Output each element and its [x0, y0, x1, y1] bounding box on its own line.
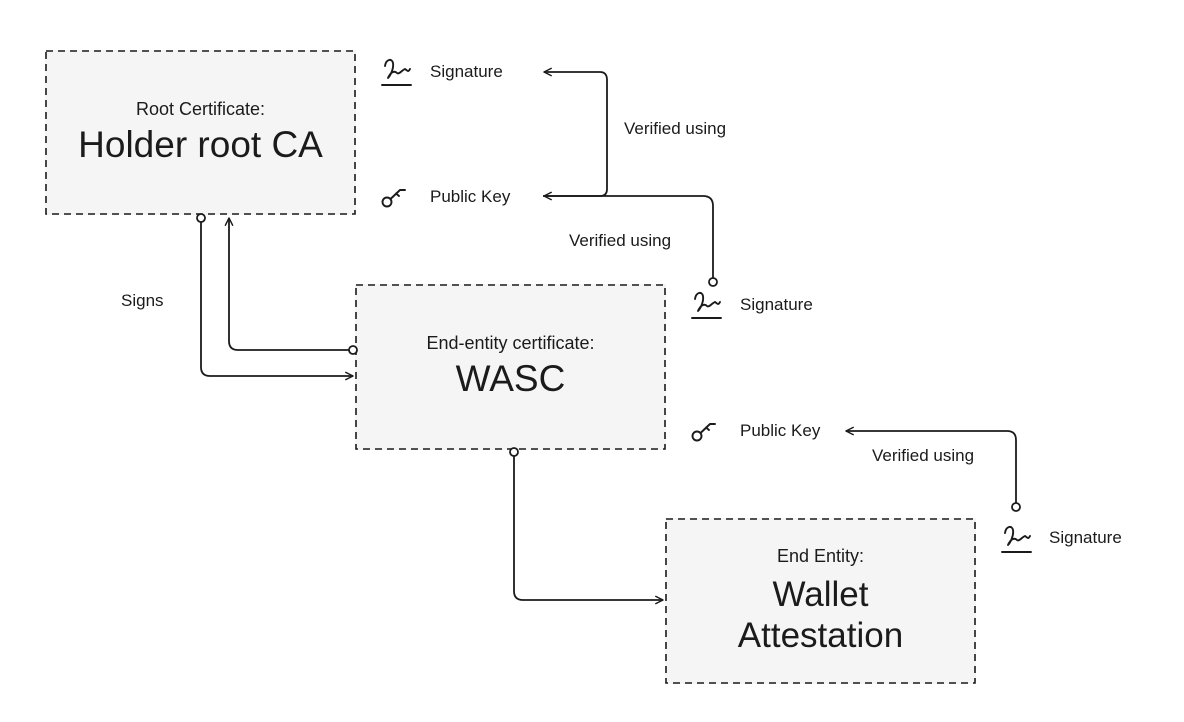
verified-using-label: Verified using [569, 231, 672, 250]
verify-root-signature-arrow [543, 67, 608, 197]
connector-dot [509, 447, 519, 457]
key-icon [691, 423, 716, 442]
verified-using-label: Verified using [624, 119, 727, 138]
signature-icon [381, 58, 412, 86]
wasc-signature-label: Signature [740, 295, 813, 314]
end-entity-subtitle: End Entity: [776, 546, 865, 567]
end-entity-certificate-subtitle: End-entity certificate: [426, 333, 595, 354]
root-certificate-title: Holder root CA [78, 123, 323, 165]
verified-using-label: Verified using [872, 446, 975, 465]
connector-dot [708, 277, 718, 287]
root-signature-label: Signature [430, 62, 503, 81]
end-entity-title-line2: Attestation [737, 615, 904, 655]
end-entity-certificate-box: End-entity certificate: WASC [355, 284, 666, 450]
root-certificate-subtitle: Root Certificate: [135, 98, 266, 119]
end-entity-certificate-title: WASC [455, 358, 566, 400]
issuer-link-arrow [224, 217, 349, 351]
connector-dot [1011, 502, 1021, 512]
verify-wasc-signature-arrow [543, 191, 714, 278]
signature-icon [691, 291, 722, 319]
connector-dot [196, 213, 206, 223]
end-entity-box: End Entity: Wallet Attestation [665, 518, 976, 684]
root-public-key-label: Public Key [430, 187, 511, 206]
end-entity-title-line1: Wallet [772, 575, 869, 615]
wasc-public-key-label: Public Key [740, 421, 821, 440]
signature-icon [1001, 525, 1032, 553]
issues-attestation-arrow [513, 456, 664, 605]
root-certificate-box: Root Certificate: Holder root CA [45, 50, 356, 215]
connector-dot [348, 345, 358, 355]
signs-label: Signs [121, 291, 164, 310]
box-border [665, 518, 976, 684]
verify-entity-signature-arrow [845, 426, 1017, 503]
signs-arrow [200, 222, 354, 381]
entity-signature-label: Signature [1049, 528, 1122, 547]
key-icon [381, 189, 406, 208]
